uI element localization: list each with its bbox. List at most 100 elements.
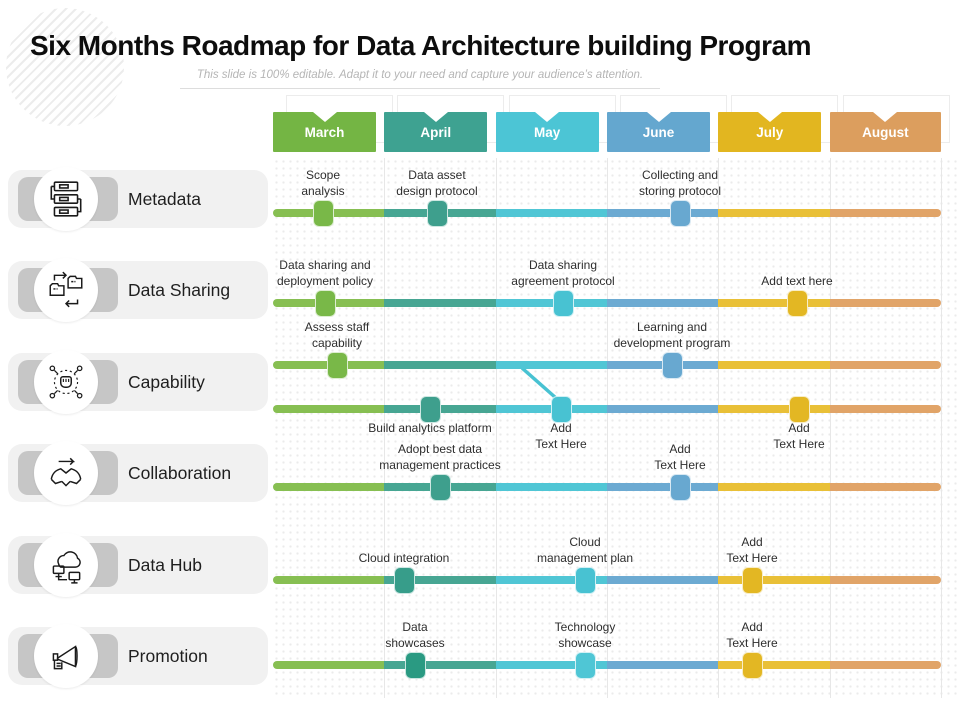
timeline-segment-august xyxy=(829,209,941,217)
timeline-bar-capability xyxy=(273,361,941,369)
milestone-marker xyxy=(550,395,572,423)
page-subtitle: This slide is 100% editable. Adapt it to… xyxy=(196,69,644,81)
milestone-label: Adopt best data management practices xyxy=(379,442,501,472)
milestone-marker xyxy=(419,395,441,423)
milestone-marker xyxy=(312,199,334,227)
sidebar-item-label: Metadata xyxy=(128,188,201,209)
timeline-bar-data-sharing xyxy=(273,299,941,307)
sidebar-item-label: Data Hub xyxy=(128,554,202,575)
milestone-marker xyxy=(786,289,808,317)
banner-notch-icon xyxy=(312,112,337,122)
banner-notch-icon xyxy=(646,112,671,122)
milestone-marker xyxy=(661,351,683,379)
timeline-segment-april xyxy=(384,661,496,669)
page-title: Six Months Roadmap for Data Architecture… xyxy=(30,30,812,61)
timeline-segment-june xyxy=(606,661,719,669)
timeline-segment-july xyxy=(718,361,830,369)
milestone-label: Technology showcase xyxy=(554,620,616,650)
milestone-label: Add Text Here xyxy=(726,620,778,650)
milestone-marker xyxy=(393,566,415,594)
milestone-marker xyxy=(574,651,596,679)
month-gridline xyxy=(607,158,608,698)
sidebar-item-label: Data Sharing xyxy=(128,279,231,300)
milestone-label: Build analytics platform xyxy=(368,421,492,435)
timeline-segment-august xyxy=(829,405,941,413)
timeline-segment-july xyxy=(718,299,830,307)
timeline-segment-april xyxy=(384,576,496,584)
milestone-marker xyxy=(314,289,336,317)
milestone-marker xyxy=(741,566,763,594)
cloud-network-icon xyxy=(34,533,98,597)
sidebar-item-data-sharing: Data Sharing xyxy=(8,258,268,322)
sidebar-item-capability: Capability xyxy=(8,350,268,414)
timeline-segment-june xyxy=(606,299,719,307)
milestone-label: Data sharing agreement protocol xyxy=(511,258,615,288)
timeline-segment-june xyxy=(606,483,719,491)
timeline-segment-march xyxy=(273,405,385,413)
milestone-label: Scope analysis xyxy=(301,168,345,198)
timeline-segment-march xyxy=(273,661,385,669)
milestone-label: Learning and development program xyxy=(613,320,731,350)
timeline-segment-may xyxy=(495,661,607,669)
timeline-segment-july xyxy=(718,661,830,669)
timeline-bar-capability xyxy=(273,405,941,413)
milestone-label: Add Text Here xyxy=(535,421,587,451)
timeline-dotted-background xyxy=(273,158,957,698)
timeline-bar-metadata xyxy=(273,209,941,217)
timeline-segment-march xyxy=(273,576,385,584)
milestone-label: Data sharing and deployment policy xyxy=(276,258,374,288)
timeline-segment-may xyxy=(495,209,607,217)
sidebar-item-label: Collaboration xyxy=(128,462,232,483)
month-gridline xyxy=(495,158,497,698)
server-stack-icon xyxy=(34,167,98,231)
milestone-label: Collecting and storing protocol xyxy=(638,168,722,198)
month-gridline xyxy=(384,158,386,698)
month-gridline xyxy=(941,158,942,698)
timeline-bar-collaboration xyxy=(273,483,941,491)
milestone-marker xyxy=(669,473,691,501)
banner-notch-icon xyxy=(757,112,782,122)
timeline-segment-august xyxy=(829,299,941,307)
month-banner-march: March xyxy=(273,112,376,152)
sidebar-item-data-hub: Data Hub xyxy=(8,533,268,597)
megaphone-icon xyxy=(34,624,98,688)
milestone-marker xyxy=(426,199,448,227)
milestone-label: Cloud management plan xyxy=(536,535,634,565)
milestone-label: Data asset design protocol xyxy=(396,168,478,198)
timeline-segment-july xyxy=(718,405,830,413)
milestone-label: Add Text Here xyxy=(773,421,825,451)
fist-power-icon xyxy=(34,350,98,414)
timeline-segment-july xyxy=(718,483,830,491)
sidebar-item-collaboration: Collaboration xyxy=(8,441,268,505)
milestone-marker xyxy=(404,651,426,679)
timeline-segment-august xyxy=(829,483,941,491)
timeline-segment-may xyxy=(495,576,607,584)
milestone-marker xyxy=(574,566,596,594)
timeline-segment-may xyxy=(495,361,607,369)
milestone-marker xyxy=(326,351,348,379)
month-banner-june: June xyxy=(607,112,710,152)
banner-notch-icon xyxy=(873,112,898,122)
timeline-segment-april xyxy=(384,361,496,369)
milestone-marker xyxy=(429,473,451,501)
milestone-label: Add Text Here xyxy=(654,442,706,472)
sidebar-item-promotion: Promotion xyxy=(8,624,268,688)
sidebar-item-label: Capability xyxy=(128,371,205,392)
milestone-label: Add Text Here xyxy=(726,535,778,565)
milestone-label: Cloud integration xyxy=(358,550,450,565)
timeline-segment-july xyxy=(718,209,830,217)
banner-notch-icon xyxy=(423,112,448,122)
month-banner-april: April xyxy=(384,112,488,152)
milestone-label: Data showcases xyxy=(385,620,445,650)
hatched-circle-decoration xyxy=(6,8,124,126)
milestone-marker xyxy=(741,651,763,679)
timeline-segment-june xyxy=(606,405,719,413)
milestone-marker xyxy=(788,395,810,423)
timeline-segment-august xyxy=(829,576,941,584)
milestone-marker xyxy=(669,199,691,227)
folder-sync-icon xyxy=(34,258,98,322)
timeline-segment-may xyxy=(495,483,607,491)
milestone-marker xyxy=(552,289,574,317)
timeline-segment-may xyxy=(495,299,607,307)
